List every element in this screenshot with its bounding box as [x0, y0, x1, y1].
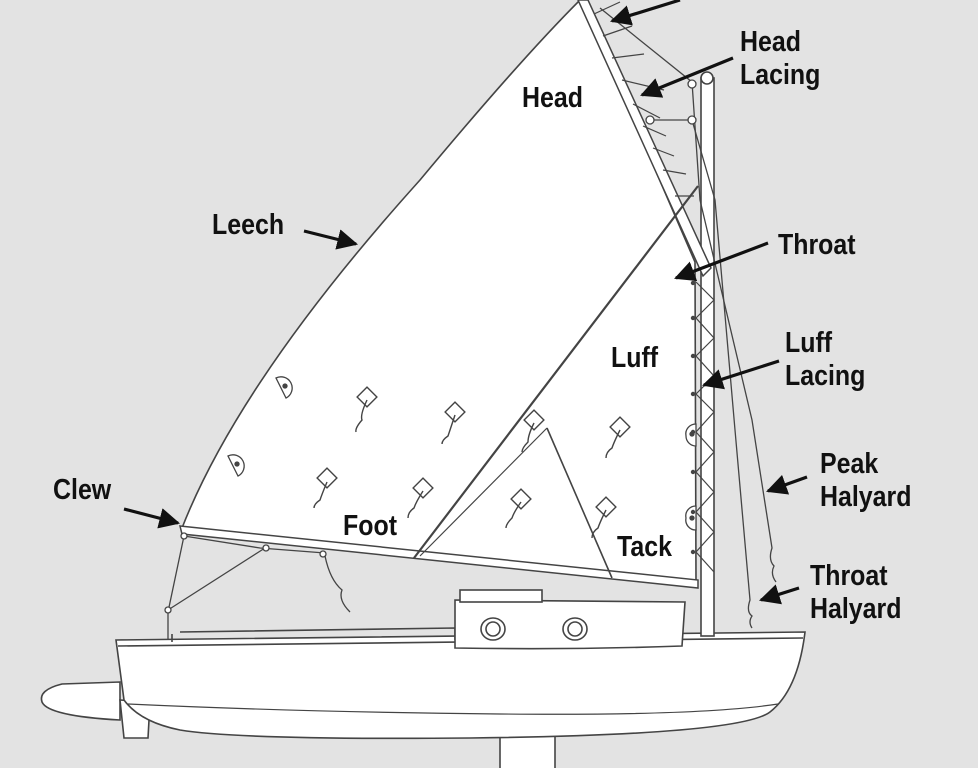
throat-halyard-label: Throat Halyard: [810, 560, 902, 625]
throat-halyard: [650, 119, 753, 629]
peak-arrow: [610, 0, 681, 26]
clew-label: Clew: [53, 474, 112, 506]
hatch: [459, 589, 543, 603]
rigging: [164, 7, 777, 640]
peak-halyard: [599, 7, 777, 583]
hull-bottom-line: [127, 703, 779, 715]
peak-halyard-arrow: [766, 474, 808, 495]
head-lacing-label: Head Lacing: [740, 26, 821, 91]
luff-lacing-arrow: [702, 359, 780, 390]
pointer-arrows: [123, 0, 808, 605]
porthole: [480, 617, 506, 641]
peak-halyard-label: Peak Halyard: [820, 448, 912, 513]
sail: [179, 0, 715, 589]
porthole: [562, 617, 588, 641]
luff-lacing: [695, 281, 715, 573]
luff-label: Luff: [611, 342, 659, 374]
leech-label: Leech: [212, 209, 285, 241]
throat-arrow: [674, 241, 769, 282]
head-lacing-arrow: [640, 56, 734, 98]
boom: [179, 525, 699, 589]
sail-cloth: [180, 0, 697, 583]
reef-points: [313, 386, 631, 539]
gaff: [577, 0, 712, 278]
hull-body: [115, 631, 806, 740]
throat-halyard-arrow: [759, 584, 800, 605]
hull: [40, 589, 806, 768]
head-label: Head: [522, 82, 583, 114]
foot-label: Foot: [343, 510, 398, 542]
throat-label: Throat: [778, 229, 856, 261]
sheet: [167, 535, 326, 640]
clew-arrow: [123, 507, 181, 529]
sprit: [413, 185, 699, 559]
rudder: [40, 681, 121, 721]
tack-label: Tack: [617, 531, 672, 563]
leech-arrow: [303, 229, 359, 250]
luff-lacing-label: Luff Lacing: [785, 327, 866, 392]
